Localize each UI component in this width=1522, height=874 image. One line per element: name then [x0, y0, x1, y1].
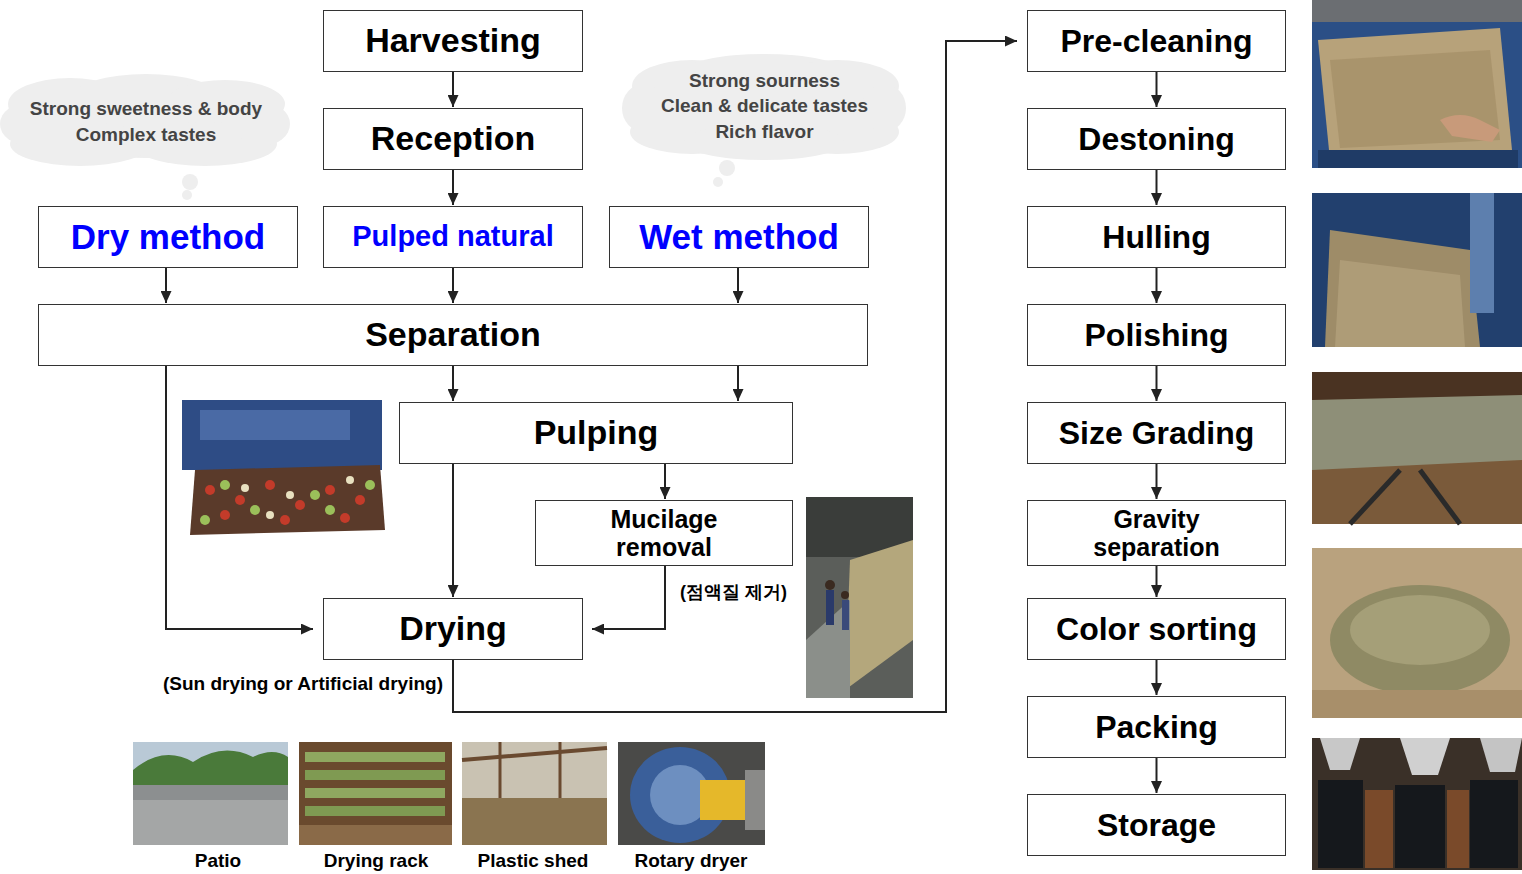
box-label: Gravity separation — [1067, 505, 1247, 561]
method-box: Wet method — [609, 206, 869, 268]
thought-cloud: Strong sweetness & bodyComplex tastes — [0, 72, 292, 172]
box-label: Packing — [1095, 709, 1218, 746]
process-box: Separation — [38, 304, 868, 366]
photo-rotary-dryer — [618, 742, 765, 845]
flow-arrow — [1156, 464, 1158, 499]
method-box: Dry method — [38, 206, 298, 268]
photo-drying-rack — [299, 742, 452, 845]
photo-caption: Drying rack — [324, 850, 429, 872]
box-label: Drying — [399, 609, 507, 648]
cloud-text: Clean & delicate tastes — [661, 93, 868, 119]
cloud-text: Strong sweetness & body — [30, 96, 262, 122]
note-label: (점액질 제거) — [680, 580, 787, 604]
process-box: Storage — [1027, 794, 1286, 856]
flow-arrow — [1156, 566, 1158, 597]
process-box: Pulping — [399, 402, 793, 464]
flow-arrow — [737, 268, 739, 303]
box-label: Reception — [371, 119, 535, 158]
box-label: Size Grading — [1059, 415, 1255, 452]
flow-arrow — [1156, 758, 1158, 793]
box-label: Color sorting — [1056, 611, 1257, 648]
box-label: Pulping — [534, 413, 659, 452]
flow-arrow — [1156, 660, 1158, 695]
thought-cloud: Strong sournessClean & delicate tastesRi… — [622, 56, 907, 156]
flow-arrow — [1156, 366, 1158, 401]
flow-arrow — [1156, 72, 1158, 107]
process-box: Drying — [323, 598, 583, 660]
process-box: Polishing — [1027, 304, 1286, 366]
box-label: Hulling — [1102, 219, 1210, 256]
flow-arrow — [452, 268, 454, 303]
cloud-text: Complex tastes — [76, 122, 216, 148]
box-label: Wet method — [639, 217, 839, 257]
flow-arrow — [452, 464, 454, 597]
cloud-text: Strong sourness — [689, 68, 840, 94]
box-label: Mucilage removal — [579, 505, 749, 561]
flow-arrow — [452, 170, 454, 205]
photo-caption: Patio — [195, 850, 241, 872]
photo-destoning — [1312, 193, 1522, 347]
box-label: Polishing — [1085, 317, 1229, 354]
photo-pulper — [180, 397, 388, 547]
cloud-shape — [0, 72, 292, 172]
flow-arrow — [1156, 268, 1158, 303]
flow-arrow — [1156, 170, 1158, 205]
photo-precleaning — [1312, 0, 1522, 168]
flow-arrow — [452, 72, 454, 107]
flow-arrow — [452, 366, 454, 401]
box-label: Dry method — [71, 217, 265, 257]
process-box: Reception — [323, 108, 583, 170]
box-label: Pulped natural — [352, 220, 553, 253]
box-label: Pre-cleaning — [1060, 23, 1252, 60]
note-label: (Sun drying or Artificial drying) — [163, 673, 443, 695]
photo-caption: Rotary dryer — [635, 850, 748, 872]
process-box: Destoning — [1027, 108, 1286, 170]
box-label: Destoning — [1078, 121, 1234, 158]
photo-storage — [1312, 738, 1522, 870]
process-box: Color sorting — [1027, 598, 1286, 660]
process-box: Pre-cleaning — [1027, 10, 1286, 72]
box-label: Storage — [1097, 807, 1216, 844]
process-box: Packing — [1027, 696, 1286, 758]
flow-arrow — [592, 566, 665, 629]
photo-washing — [806, 497, 913, 698]
flow-arrow — [166, 366, 313, 629]
flow-arrow — [165, 268, 167, 303]
cloud-text: Rich flavor — [715, 119, 813, 145]
flow-arrow — [664, 464, 666, 499]
flow-arrow — [737, 366, 739, 401]
photo-patio — [133, 742, 288, 845]
process-box: Mucilage removal — [535, 500, 793, 566]
photo-hulling — [1312, 372, 1522, 524]
photo-sack — [1312, 548, 1522, 718]
process-box: Harvesting — [323, 10, 583, 72]
box-label: Harvesting — [365, 21, 541, 60]
method-box: Pulped natural — [323, 206, 583, 268]
process-box: Gravity separation — [1027, 500, 1286, 566]
process-box: Hulling — [1027, 206, 1286, 268]
box-label: Separation — [365, 315, 541, 354]
process-box: Size Grading — [1027, 402, 1286, 464]
photo-plastic-shed — [462, 742, 607, 845]
photo-caption: Plastic shed — [478, 850, 589, 872]
